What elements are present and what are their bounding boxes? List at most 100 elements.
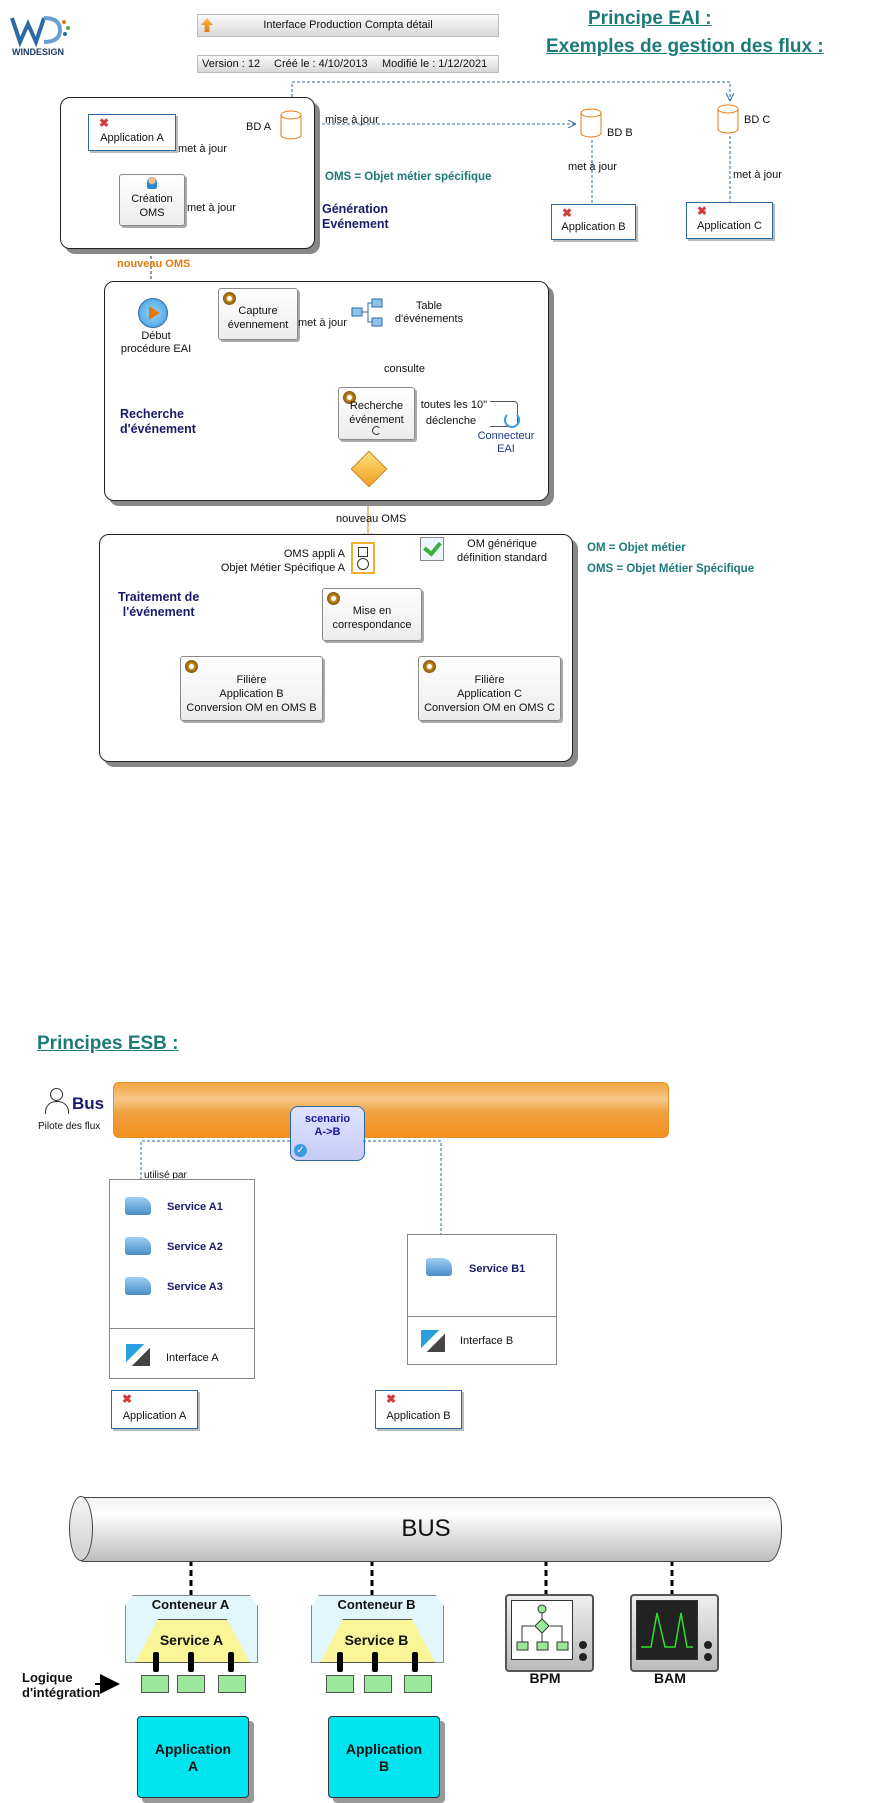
traitement-section-label: Traitement de l'événement (118, 590, 200, 619)
user-icon (147, 177, 157, 189)
service-b-label: Service B (344, 1632, 409, 1648)
integration-block (326, 1675, 354, 1693)
met-a-jour-label-b: met à jour (568, 161, 617, 173)
bd-c-label: BD C (744, 114, 771, 126)
error-x-icon: ✖ (386, 1392, 397, 1406)
service-a3-label[interactable]: Service A3 (167, 1281, 223, 1293)
start-event-icon[interactable] (138, 298, 168, 328)
creation-oms-task[interactable]: Création OMS (119, 174, 185, 226)
application-b-label: Application B (345, 1741, 423, 1774)
esb-app-a-label: Application A (122, 1410, 187, 1422)
filiere-b-task[interactable]: Filière Application B Conversion OM en O… (180, 656, 323, 721)
app-a-label: Application A (100, 132, 164, 144)
utilise-par-label: utilisé par (144, 1170, 187, 1181)
application-a-block[interactable]: Application A (137, 1716, 249, 1798)
app-c-box[interactable]: ✖ Application C (686, 202, 773, 239)
header-version: Version : 12 (202, 58, 261, 70)
interface-plug-icon (421, 1330, 445, 1352)
database-icon-a (280, 110, 302, 140)
header-meta-bar: Version : 12 Créé le : 4/10/2013 Modifié… (197, 55, 499, 73)
recherche-label: Recherche événement (349, 400, 404, 426)
check-document-icon (420, 537, 444, 561)
bus-label: Bus (72, 1094, 105, 1113)
mise-en-correspondance-label: Mise en correspondance (332, 605, 412, 631)
generation-section-label: Génération Evénement (322, 202, 389, 231)
bam-signal-icon (641, 1612, 693, 1648)
table-evenements-label: Table d'événements (394, 300, 464, 325)
integration-block (177, 1675, 205, 1693)
consulte-label: consulte (384, 363, 425, 375)
header-modified: Modifié le : 1/12/2021 (382, 58, 488, 70)
service-a2-label[interactable]: Service A2 (167, 1241, 223, 1253)
windesign-logo: WINDESIGN (8, 8, 74, 60)
error-x-icon: ✖ (122, 1392, 133, 1406)
recherche-task[interactable]: Recherche événement (338, 387, 415, 440)
app-a-box[interactable]: ✖ Application A (88, 114, 176, 151)
logo-icon (10, 16, 70, 48)
app-b-label: Application B (561, 221, 626, 233)
scenario-label: scenario A->B (304, 1113, 351, 1138)
met-a-jour-label-c: met à jour (733, 169, 782, 181)
event-table-icon (351, 298, 383, 327)
service-hand-icon (426, 1258, 452, 1276)
header-created: Créé le : 4/10/2013 (274, 58, 368, 70)
bpm-flow-icon (516, 1604, 569, 1651)
capture-task[interactable]: Capture évennement (218, 288, 298, 340)
error-x-icon: ✖ (697, 204, 708, 218)
oms-specifique-definition: OMS = Objet Métier Spécifique (587, 563, 755, 575)
bpm-monitor (505, 1594, 594, 1672)
conteneur-a-label: Conteneur A (151, 1597, 230, 1612)
error-x-icon: ✖ (99, 116, 110, 130)
filiere-c-task[interactable]: Filière Application C Conversion OM en O… (418, 656, 561, 721)
check-circle-icon: ✓ (294, 1144, 307, 1157)
filiere-c-label: Filière Application C Conversion OM en O… (424, 674, 555, 714)
gear-icon (423, 660, 436, 673)
bam-label: BAM (654, 1670, 686, 1686)
integration-block (364, 1675, 392, 1693)
database-icon-b (580, 108, 602, 138)
oms-definition: OMS = Objet métier spécifique (325, 171, 492, 183)
recherche-section-label: Recherche d'événement (120, 407, 196, 436)
interface-b-label: Interface B (460, 1335, 514, 1347)
pilot-user-icon (44, 1088, 69, 1114)
connecteur-eai-box[interactable] (490, 401, 520, 428)
debut-label: Début procédure EAI (120, 330, 192, 355)
play-icon (149, 306, 160, 320)
esb-app-b-label: Application B (386, 1410, 451, 1422)
data-object-icon (351, 542, 375, 574)
mise-en-correspondance-task[interactable]: Mise en correspondance (322, 588, 422, 641)
panel-traitement (99, 534, 573, 762)
service-a-label: Service A (159, 1632, 224, 1648)
met-a-jour-table-label: met à jour (298, 317, 347, 329)
nouveau-oms-label-1: nouveau OMS (117, 258, 191, 270)
om-definition: OM = Objet métier (587, 542, 686, 554)
pilote-label: Pilote des flux (38, 1121, 101, 1132)
scenario-box[interactable]: scenario A->B ✓ (290, 1106, 365, 1161)
header-title-bar: Interface Production Compta détail (197, 14, 499, 37)
esb-app-a-box[interactable]: ✖ Application A (111, 1390, 198, 1429)
capture-label: Capture évennement (227, 305, 289, 331)
interface-plug-icon (126, 1344, 150, 1366)
filiere-b-label: Filière Application B Conversion OM en O… (186, 674, 317, 714)
gear-icon (223, 292, 236, 305)
connecteur-eai-label: Connecteur EAI (477, 430, 535, 455)
om-generique-label: OM générique définition standard (457, 538, 547, 564)
service-a1-label[interactable]: Service A1 (167, 1201, 223, 1213)
eai-title-2: Exemples de gestion des flux : (546, 36, 824, 57)
logo-text: WINDESIGN (12, 47, 65, 57)
bus-main-label: BUS (401, 1515, 451, 1542)
service-b1-label[interactable]: Service B1 (469, 1263, 526, 1275)
service-hand-icon (125, 1237, 151, 1255)
refresh-icon (504, 412, 520, 428)
service-hand-icon (125, 1277, 151, 1295)
met-a-jour-label-2: met à jour (187, 202, 236, 214)
gear-icon (327, 592, 340, 605)
bd-a-label: BD A (246, 121, 272, 133)
application-b-block[interactable]: Application B (328, 1716, 440, 1798)
met-a-jour-label-1: met à jour (178, 143, 227, 155)
esb-app-b-box[interactable]: ✖ Application B (375, 1390, 462, 1429)
bd-b-label: BD B (607, 127, 633, 139)
eai-title-1: Principe EAI : (588, 8, 712, 29)
app-b-box[interactable]: ✖ Application B (551, 204, 636, 240)
